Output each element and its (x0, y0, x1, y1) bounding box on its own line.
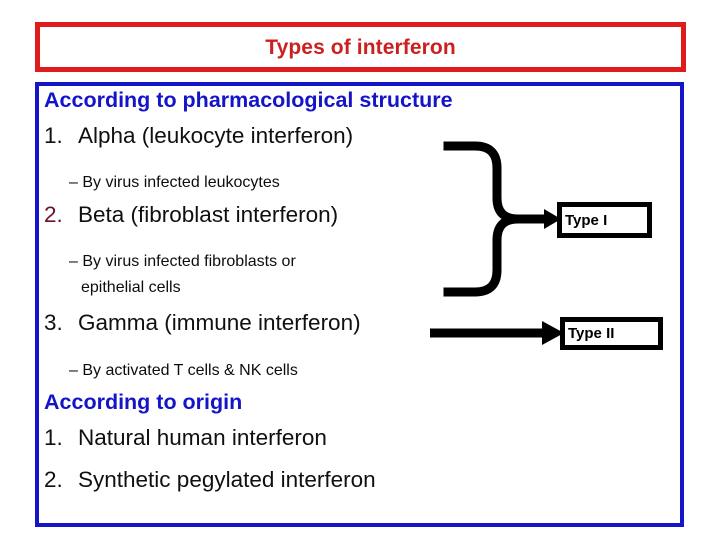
list-item-alpha-text: Alpha (leukocyte interferon) (78, 123, 354, 148)
list-item-alpha-number: 1. (44, 123, 63, 148)
list-item-synthetic-pegylated-interferon: 2. Synthetic pegylated interferon (44, 467, 376, 492)
list-item-natural-human-interferon: 1. Natural human interferon (44, 425, 327, 450)
list-item-alpha: 1. Alpha (leukocyte interferon) (44, 123, 354, 148)
section-heading-pharmacological-structure: According to pharmacological structure (44, 88, 453, 112)
list-item-beta-text: Beta (fibroblast interferon) (78, 202, 339, 227)
list-item-gamma: 3. Gamma (immune interferon) (44, 310, 361, 335)
list-item-gamma-number: 3. (44, 310, 63, 335)
arrow-head-type-i (544, 209, 561, 229)
list-item-synthetic-number: 2. (44, 467, 63, 492)
list-item-beta-number: 2. (44, 202, 63, 227)
type-ii-label-box: Type II (560, 317, 663, 350)
slide-title-box: Types of interferon (35, 22, 686, 72)
interferon-type-diagram: Type I Type II (39, 86, 688, 531)
slide-content-box: According to pharmacological structure 1… (35, 82, 684, 527)
sub-bullet-beta-source: – By virus infected fibroblasts or (69, 253, 296, 270)
list-item-synthetic-text: Synthetic pegylated interferon (78, 467, 376, 492)
sub-bullet-beta-source-continued: epithelial cells (81, 279, 181, 296)
sub-bullet-gamma-source: – By activated T cells & NK cells (69, 362, 298, 379)
brace-and-arrows-graphic (430, 141, 564, 345)
sub-bullet-alpha-source: – By virus infected leukocytes (69, 174, 280, 191)
page-title: Types of interferon (265, 35, 456, 59)
list-item-beta: 2. Beta (fibroblast interferon) (44, 202, 339, 227)
section-heading-origin: According to origin (44, 390, 243, 414)
list-item-natural-number: 1. (44, 425, 63, 450)
curly-brace-icon (443, 141, 519, 297)
type-i-label-box: Type I (557, 202, 652, 238)
list-item-gamma-text: Gamma (immune interferon) (78, 310, 361, 335)
list-item-natural-text: Natural human interferon (78, 425, 327, 450)
type-i-label: Type I (565, 211, 608, 229)
arrow-head-type-ii (542, 321, 564, 345)
type-ii-label: Type II (568, 325, 615, 342)
